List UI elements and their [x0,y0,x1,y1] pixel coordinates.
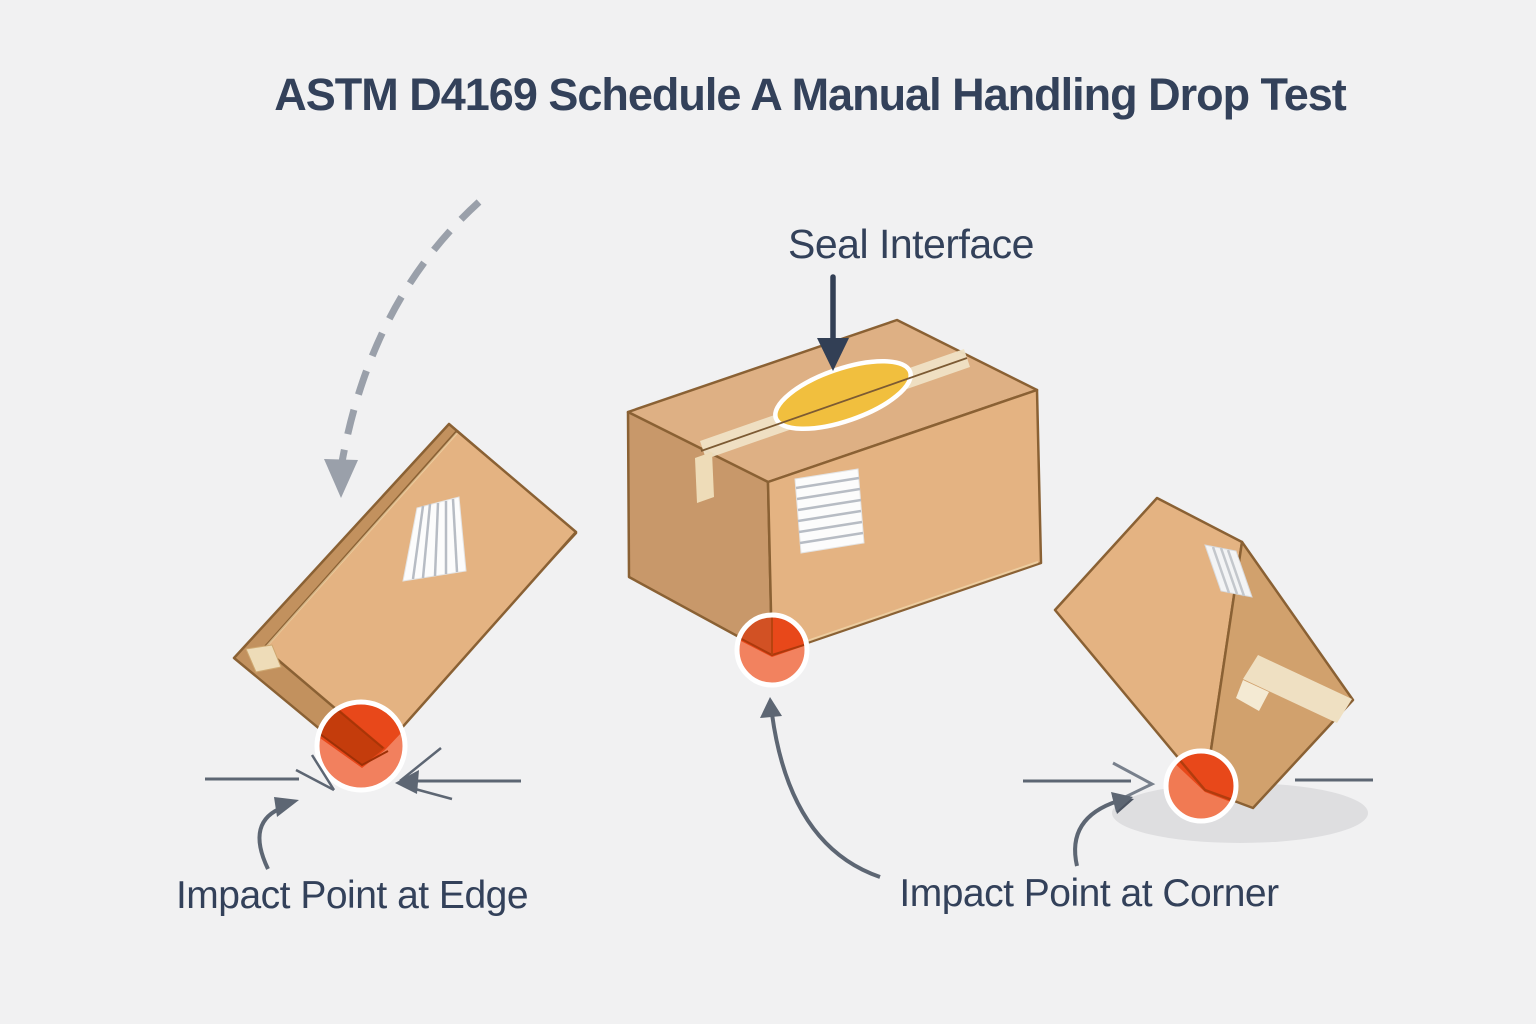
ground-edge [205,747,521,801]
box-corner-shipping-label [1204,544,1253,598]
shipping-label-lines [795,476,864,545]
page-title: ASTM D4169 Schedule A Manual Handling Dr… [274,69,1347,120]
impact-corner-callout-arrow-right [1073,799,1119,867]
impact-corner-ring-center [734,612,810,688]
impact-corner-detail-right [1168,753,1234,819]
edge-drop-group: Impact Point at Edge [176,199,578,917]
impact-corner-ring-right [1163,748,1239,824]
impact-corner-label: Impact Point at Corner [899,872,1279,915]
corner-drop-group [1023,496,1373,867]
impact-point-corner-marker-right [1163,748,1239,824]
seal-highlight-ellipse [773,359,913,431]
box-corner-tape-stripe [1243,655,1352,723]
box-edge-shipping-label [402,496,467,582]
shipping-label-lines [411,498,459,580]
impact-corner-callout-arrowhead-center-icon [760,697,782,718]
impact-edge-ring [314,699,408,793]
seal-interface-callout: Seal Interface [788,221,1035,371]
seal-box-group: Seal Interface [626,221,1043,879]
box-edge-tape-corner [245,644,282,673]
drop-trajectory-curve [338,199,482,463]
seal-box-front-face [766,388,1043,657]
seal-box-tape-flap [695,452,714,503]
drop-trajectory-arrow [324,199,482,498]
impact-edge-callout-arrowhead-icon [274,797,299,817]
impact-edge-label: Impact Point at Edge [176,874,528,917]
seal-box-bottom-bevel [774,561,1039,653]
shipping-label [402,496,467,582]
box-edge-bevel-highlight [265,432,458,648]
impact-arrowhead-left-icon [395,770,419,794]
impact-corner-callout-arrow-center [770,713,881,879]
impact-chevron-icon [1112,761,1156,803]
drop-trajectory-arrowhead-icon [324,459,358,498]
impact-edge-callout: Impact Point at Edge [176,797,529,917]
seal-seam-line [700,357,968,452]
seal-interface-arrowhead-icon [817,338,849,371]
seal-box-shipping-label [794,468,865,554]
impact-spark-left-icon [295,754,336,792]
shipping-label-lines [1211,546,1246,597]
impact-corner-callout-arrowhead-right-icon [1111,792,1133,812]
tilted-box-edge [232,422,578,766]
seal-interface-label: Seal Interface [788,221,1034,267]
box-corner-tape-flap [1236,680,1269,711]
